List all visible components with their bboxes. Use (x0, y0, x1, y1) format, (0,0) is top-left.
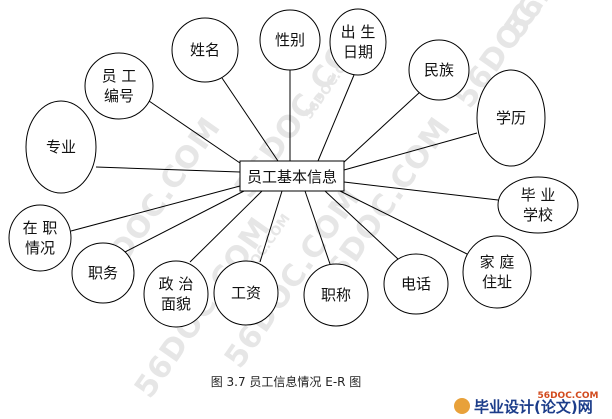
connector-line (304, 190, 331, 265)
connector-line (259, 190, 283, 263)
connector-layer (70, 70, 499, 265)
attribute-ellipse (71, 242, 135, 304)
attribute-node: 员 工编号 (84, 52, 154, 120)
attribute-ellipse (476, 69, 546, 167)
connector-line (221, 77, 279, 162)
attribute-node: 学历 (476, 69, 546, 167)
attribute-label: 家 庭 (480, 253, 515, 271)
attribute-node: 工资 (213, 260, 279, 326)
attribute-node: 姓名 (171, 17, 239, 83)
attribute-label: 职务 (88, 264, 118, 282)
connector-line (189, 190, 263, 263)
attribute-ellipse (143, 260, 209, 328)
attribute-label: 电话 (401, 275, 431, 293)
attribute-label: 职称 (321, 286, 351, 304)
attribute-ellipse (171, 17, 239, 83)
attribute-node: 在 职情况 (8, 204, 72, 272)
attribute-node: 政 治面貌 (143, 260, 209, 328)
logo-url: 56DOC.COM (538, 391, 599, 401)
attribute-ellipse (408, 39, 470, 101)
attribute-node: 电话 (383, 253, 449, 315)
attribute-label: 住址 (482, 273, 512, 291)
attribute-label: 编号 (104, 87, 134, 105)
attribute-label: 工资 (231, 284, 261, 302)
attribute-node: 职称 (303, 263, 369, 327)
attribute-ellipse (8, 204, 72, 272)
attribute-node: 民族 (408, 39, 470, 101)
attribute-label: 政 治 (159, 275, 194, 293)
attribute-ellipse (329, 8, 387, 76)
connector-line (70, 185, 241, 232)
attribute-label: 在 职 (23, 219, 58, 237)
site-logo: 56DOC.COM 毕业设计(论文)网 (454, 391, 598, 416)
attribute-ellipse (84, 52, 154, 120)
figure-caption: 图 3.7 员工信息情况 E-R 图 (211, 374, 362, 389)
attribute-node: 家 庭住址 (462, 235, 532, 309)
entity-label: 员工基本信息 (247, 168, 337, 186)
attribute-ellipse (259, 9, 321, 71)
attribute-ellipse (303, 263, 369, 327)
attribute-label: 日期 (343, 43, 373, 61)
connector-line (124, 190, 245, 253)
attribute-label: 性别 (275, 31, 305, 49)
attribute-label: 民族 (424, 61, 454, 79)
connector-line (342, 91, 421, 164)
attribute-label: 毕 业 (521, 186, 556, 204)
attribute-node: 专业 (25, 100, 97, 194)
attribute-label: 学历 (496, 109, 526, 127)
attribute-label: 情况 (25, 239, 55, 257)
connector-line (339, 190, 470, 256)
entity-box: 员工基本信息 (239, 160, 345, 192)
attribute-ellipse (213, 260, 279, 326)
attribute-label: 出 生 (341, 23, 376, 41)
attribute-ellipse (383, 253, 449, 315)
connector-line (324, 190, 399, 260)
attribute-node: 出 生日期 (329, 8, 387, 76)
connector-line (148, 100, 241, 164)
attribute-ellipse (25, 100, 97, 194)
attribute-label: 面貌 (161, 295, 191, 313)
logo-mark-icon (454, 398, 470, 414)
connector-line (343, 132, 478, 171)
connector-line (95, 166, 241, 173)
attribute-layer: 姓名性别出 生日期民族学历毕 业学校家 庭住址电话职称工资政 治面貌职务在 职情… (8, 8, 579, 328)
logo-brand: 毕业设计(论文)网 (474, 398, 593, 416)
attribute-label: 员 工 (102, 67, 137, 85)
attribute-label: 学校 (523, 206, 553, 224)
connector-line (317, 74, 355, 162)
attribute-node: 毕 业学校 (497, 176, 579, 234)
attribute-ellipse (497, 176, 579, 234)
attribute-label: 专业 (46, 138, 76, 156)
connector-line (343, 181, 499, 201)
attribute-ellipse (462, 235, 532, 309)
attribute-node: 性别 (259, 9, 321, 71)
attribute-label: 姓名 (190, 41, 220, 59)
attribute-node: 职务 (71, 242, 135, 304)
